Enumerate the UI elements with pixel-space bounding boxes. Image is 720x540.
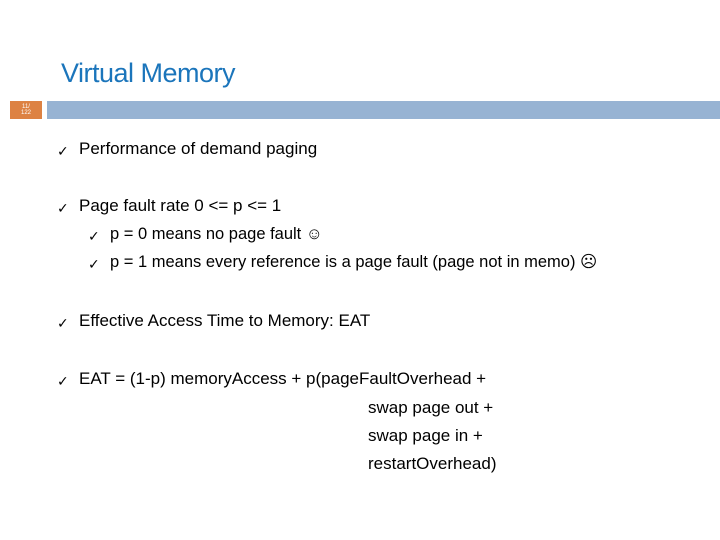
check-bullet-icon: ✓ [88,256,100,272]
formula-continuation-swap-out: swap page out + [368,397,493,419]
bullet-eat-formula: ✓ EAT = (1-p) memoryAccess + p(pageFault… [57,368,486,392]
formula-text: swap page out + [368,398,494,417]
bullet-text: Performance of demand paging [79,139,318,158]
formula-continuation-swap-in: swap page in + [368,425,483,447]
slide-number-numerator: 11/ [22,104,30,110]
bullet-text: Page fault rate 0 <= p <= 1 [79,196,282,215]
bullet-p-equals-0: ✓ p = 0 means no page fault ☺ [88,223,323,247]
formula-text: swap page in + [368,426,483,445]
slide-number-badge: 11/ 122 [10,101,42,119]
slide-title: Virtual Memory [61,58,236,88]
bullet-page-fault-rate: ✓ Page fault rate 0 <= p <= 1 [57,195,281,219]
bullet-performance: ✓ Performance of demand paging [57,138,317,162]
slide-number-denominator: 122 [20,110,31,116]
header-divider-bar [47,101,720,119]
check-bullet-icon: ✓ [88,228,100,244]
bullet-text: EAT = (1-p) memoryAccess + p(pageFaultOv… [79,369,487,388]
bullet-text: p = 0 means no page fault ☺ [110,225,323,243]
formula-continuation-restart: restartOverhead) [368,453,497,475]
check-bullet-icon: ✓ [57,373,69,389]
formula-text: restartOverhead) [368,454,497,473]
bullet-p-equals-1: ✓ p = 1 means every reference is a page … [88,251,597,275]
bullet-text: p = 1 means every reference is a page fa… [110,253,598,271]
bullet-text: Effective Access Time to Memory: EAT [79,311,371,330]
check-bullet-icon: ✓ [57,143,69,159]
check-bullet-icon: ✓ [57,315,69,331]
bullet-eat-definition: ✓ Effective Access Time to Memory: EAT [57,310,370,334]
check-bullet-icon: ✓ [57,200,69,216]
